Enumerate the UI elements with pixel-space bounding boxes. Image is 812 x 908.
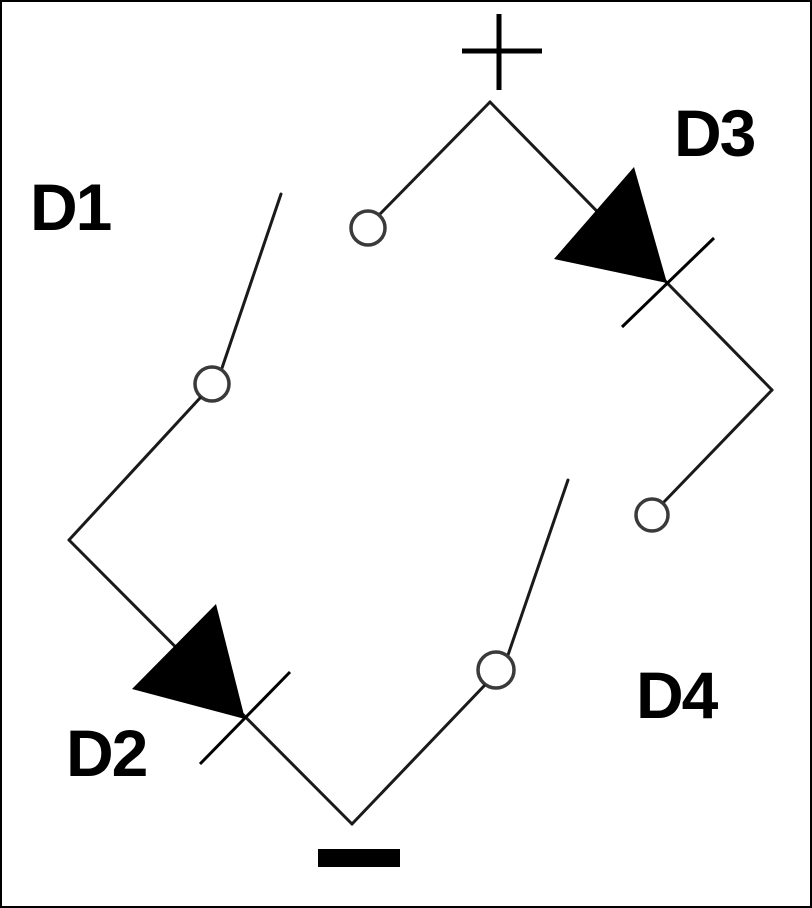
d3-diode-triangle <box>554 167 667 283</box>
d4-right-terminal <box>634 497 670 533</box>
positive-terminal-symbol <box>462 14 542 90</box>
d3-upper-terminal <box>349 209 387 247</box>
d1-label: D1 <box>30 170 112 244</box>
d4-label: D4 <box>636 658 718 732</box>
d4-lower-terminal <box>476 650 516 690</box>
d3-label: D3 <box>674 96 756 170</box>
d4-branch <box>350 388 774 826</box>
d2-label: D2 <box>66 716 148 790</box>
d1-branch <box>67 192 283 542</box>
d3-diode-cathode-bar <box>620 236 716 329</box>
negative-terminal-symbol <box>318 849 400 867</box>
d2-branch <box>67 538 354 826</box>
d1-terminal <box>193 365 231 403</box>
d2-diode-triangle <box>132 604 245 719</box>
d3-branch <box>349 100 774 392</box>
d2-diode-cathode-bar <box>198 670 292 766</box>
